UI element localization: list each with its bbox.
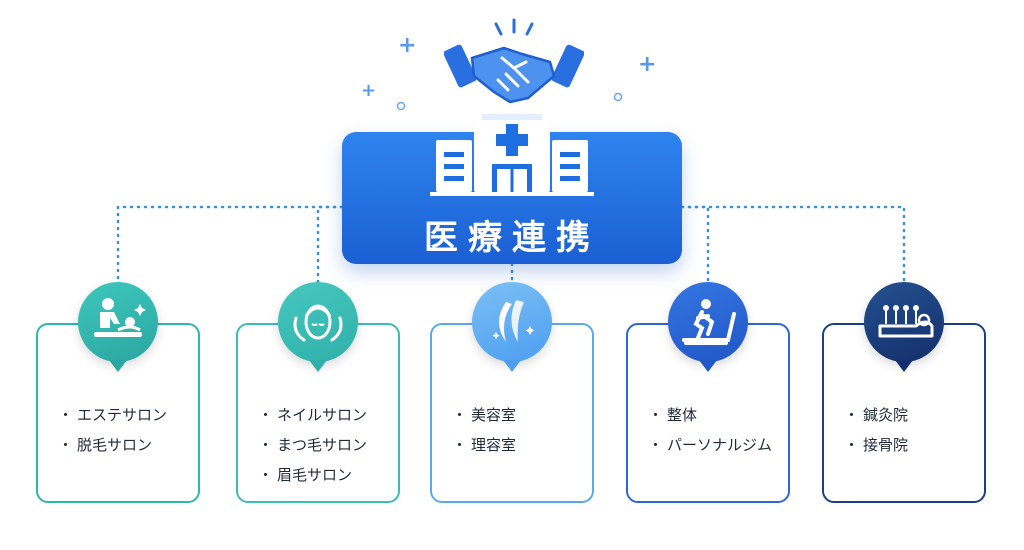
hub-card: 医療連携	[342, 114, 682, 264]
plus-sparkle-icon: +	[638, 52, 657, 77]
plus-sparkle-icon: +	[361, 80, 377, 101]
category-item: 理容室	[452, 430, 516, 460]
category-item: ネイルサロン	[258, 400, 367, 430]
circle-sparkle-icon	[396, 101, 406, 111]
badge-pointer	[503, 360, 521, 372]
category-item: 鍼灸院	[844, 400, 908, 430]
category-list: エステサロン脱毛サロン	[58, 400, 167, 460]
category-item: 接骨院	[844, 430, 908, 460]
badge-pointer	[109, 360, 127, 372]
hair-icon	[472, 282, 552, 362]
badge-pointer	[895, 360, 913, 372]
badge-pointer	[309, 360, 327, 372]
category-item: 美容室	[452, 400, 516, 430]
treadmill-icon	[668, 282, 748, 362]
massage-icon	[78, 282, 158, 362]
connector-line-2	[316, 205, 344, 284]
category-list: ネイルサロンまつ毛サロン眉毛サロン	[258, 400, 367, 490]
hub-title: 医療連携	[424, 218, 600, 258]
category-item: 脱毛サロン	[58, 430, 167, 460]
acupuncture-icon	[864, 282, 944, 362]
category-list: 美容室理容室	[452, 400, 516, 460]
connector-line-5	[680, 205, 906, 284]
category-item: まつ毛サロン	[258, 430, 367, 460]
connector-line-4	[680, 205, 710, 284]
badge-pointer	[699, 360, 717, 372]
category-item: 整体	[648, 400, 772, 430]
circle-sparkle-icon	[613, 92, 623, 102]
category-item: エステサロン	[58, 400, 167, 430]
handshake-icon	[444, 18, 584, 104]
plus-sparkle-icon: +	[398, 33, 417, 58]
category-list: 鍼灸院接骨院	[844, 400, 908, 460]
category-item: パーソナルジム	[648, 430, 772, 460]
category-list: 整体パーソナルジム	[648, 400, 772, 460]
hospital-icon	[430, 114, 594, 196]
connector-line-1	[116, 205, 344, 284]
category-item: 眉毛サロン	[258, 460, 367, 490]
face-care-icon	[278, 282, 358, 362]
